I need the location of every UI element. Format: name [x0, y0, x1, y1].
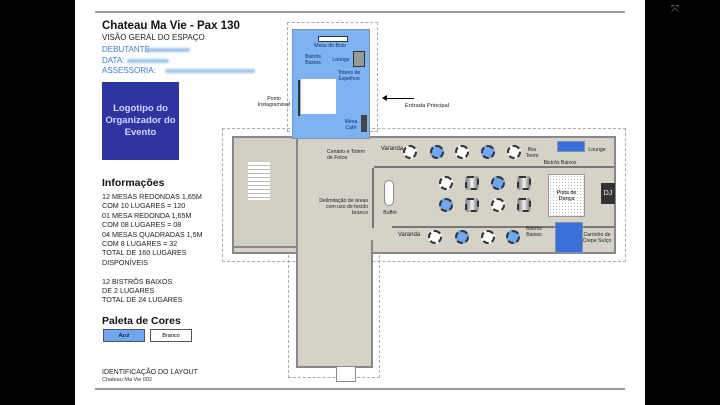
buffet-table [384, 180, 394, 206]
label-delimitacao: Delimitação de áreas com uso de tecido b… [319, 198, 368, 216]
assessoria-label: ASSESSORIA: [102, 66, 156, 75]
lounge-sofa [353, 51, 365, 67]
label-varanda-bottom: Varanda [397, 232, 421, 238]
round-table [403, 145, 417, 159]
debutante-label: DEBUTANTE [102, 45, 150, 54]
cake-table [318, 36, 348, 42]
swatch-branco: Branco [150, 329, 192, 342]
swatch-azul: Azul [103, 329, 145, 342]
outline-main [222, 128, 626, 262]
entrance-arrow [384, 98, 414, 99]
instagram-panel [298, 80, 300, 116]
round-table [428, 230, 442, 244]
redacted-data [127, 59, 169, 63]
round-table [430, 145, 444, 159]
dj-booth: DJ [601, 183, 615, 204]
arrow-head-icon [382, 95, 387, 101]
round-table [481, 145, 495, 159]
redacted-debutante [145, 48, 190, 52]
label-varanda-top: Varanda [380, 146, 404, 152]
fullscreen-icon[interactable]: ⤧ [671, 4, 679, 15]
back-door [336, 366, 356, 382]
layout-id-label: IDENTIFICAÇÃO DO LAYOUT [102, 369, 198, 376]
square-table [465, 198, 479, 212]
label-lounge-right: Lounge [588, 147, 606, 153]
bottom-divider [95, 388, 625, 390]
data-label: DATA: [102, 56, 125, 65]
label-mesa-cafe: Mesa Café [344, 119, 358, 131]
square-table [517, 198, 531, 212]
page-title: Chateau Ma Vie - Pax 130 [102, 20, 240, 32]
layout-id-value: Chateau Ma Vie 002 [102, 377, 153, 383]
lounge-right-area [557, 141, 585, 152]
label-bistros-top: Bistrôs Baixos [305, 54, 321, 66]
top-divider [95, 11, 625, 13]
round-table [507, 145, 521, 159]
dance-floor: Pista de Dança [548, 174, 585, 217]
corridor-floor [296, 240, 373, 368]
page-subtitle: VISÃO GERAL DO ESPAÇO [102, 33, 205, 42]
staircase [248, 162, 270, 200]
label-ilha: Ilha Teem [525, 147, 539, 159]
varanda-top-wall [374, 166, 614, 168]
label-bistros-right: Bistrôs Baixos [543, 160, 577, 166]
round-table [481, 230, 495, 244]
coffee-table [361, 115, 367, 132]
label-mesa-bolo: Mesa do Bolo [314, 43, 346, 49]
info-heading: Informações [102, 177, 165, 189]
round-table [455, 230, 469, 244]
label-carrinho-crepe: Carrinho de Crepe Suíço [582, 232, 612, 244]
organizer-logo-placeholder: Logotipo do Organizador do Evento [102, 82, 179, 160]
instagram-spot [301, 79, 336, 114]
label-cenario: Cenário e Totem de Fotos [327, 149, 365, 161]
label-ponto-instagramavel: Ponto Instagramável [257, 96, 291, 108]
square-table [465, 176, 479, 190]
label-lounge-top: Lounge [332, 57, 350, 63]
redacted-assessoria [165, 69, 255, 73]
label-totem-espelhos: Totens de Espelhos [337, 70, 361, 82]
varanda-bottom-wall [392, 226, 614, 228]
label-entrada-principal: Entrada Principal [404, 103, 450, 109]
round-table [491, 198, 505, 212]
fabric-divider [372, 168, 374, 228]
round-table [439, 198, 453, 212]
crepe-cart-area [555, 222, 583, 253]
round-table [439, 176, 453, 190]
label-bistros-bottom: Bistrôs Baixos [526, 226, 542, 238]
round-table [506, 230, 520, 244]
label-buffet: Buffet [383, 210, 397, 216]
round-table [491, 176, 505, 190]
square-table [517, 176, 531, 190]
round-table [455, 145, 469, 159]
info-body: 12 MESAS REDONDAS 1,65M COM 10 LUGARES =… [102, 192, 203, 305]
palette-heading: Paleta de Cores [102, 315, 181, 327]
